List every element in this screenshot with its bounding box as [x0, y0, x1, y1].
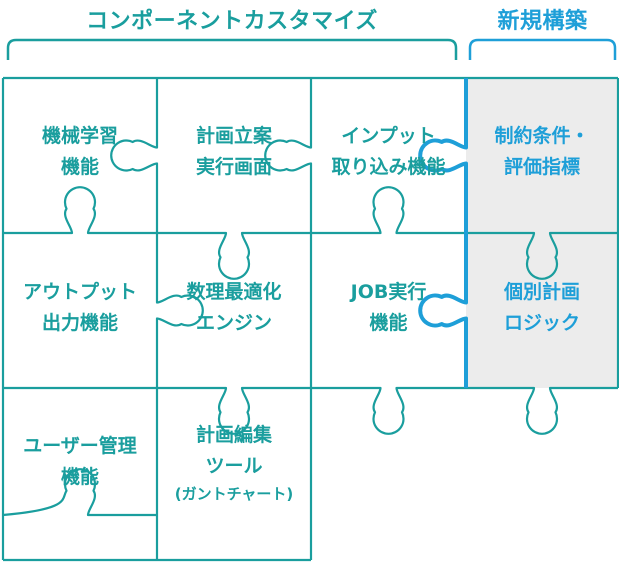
edge-h1-c1: [157, 231, 311, 280]
customize-bracket: [6, 38, 458, 60]
piece-user-line1: ユーザー管理: [23, 435, 137, 457]
piece-job-line1: JOB実行: [350, 281, 427, 303]
edge-h2-c1: [157, 386, 311, 435]
edge-v1-r0: [110, 78, 159, 233]
piece-output-line1: アウトプット: [22, 281, 137, 303]
piece-job-line2: 機能: [369, 312, 408, 334]
piece-input-line1: インプット: [341, 125, 436, 147]
piece-edit-line1: 計画編集: [195, 424, 272, 446]
piece-input: インプット 取り込み機能: [311, 121, 466, 183]
piece-plan-edit: 計画編集 ツール (ガントチャート): [157, 420, 311, 506]
edge-v1-r1: [155, 233, 204, 388]
piece-individual-line1: 個別計画: [503, 281, 580, 303]
gray-fill-1: [466, 233, 618, 388]
piece-plan-line2: 実行画面: [195, 156, 272, 178]
piece-edit-line3: (ガントチャート): [174, 485, 294, 503]
piece-ml-line1: 機械学習: [41, 125, 118, 147]
piece-job: JOB実行 機能: [311, 277, 466, 339]
edge-v3-r1: [418, 233, 468, 388]
piece-edit-line2: ツール: [205, 455, 263, 477]
gray-fill-0: [466, 78, 618, 233]
piece-individual-line2: ロジック: [503, 312, 580, 334]
piece-constraint: 制約条件・ 評価指標: [466, 121, 618, 183]
piece-ml-line2: 機能: [60, 156, 99, 178]
new-build-bracket: [468, 38, 617, 60]
piece-constraint-line1: 制約条件・: [494, 125, 590, 147]
edge-h1-c2: [311, 186, 466, 235]
edge-h2-c2: [311, 386, 466, 435]
piece-constraint-line2: 評価指標: [503, 156, 580, 178]
piece-user-management: ユーザー管理 機能: [3, 431, 157, 493]
edge-h2-c3: [466, 386, 618, 435]
piece-plan-screen: 計画立案 実行画面: [157, 121, 311, 183]
piece-plan-line1: 計画立案: [195, 125, 272, 147]
piece-math-line1: 数理最適化: [186, 281, 282, 303]
edge-v3-r0: [418, 78, 468, 233]
piece-math-engine: 数理最適化 エンジン: [157, 277, 311, 339]
customize-header: コンポーネントカスタマイズ: [86, 9, 378, 34]
new-build-header: 新規構築: [497, 9, 588, 34]
edge-v2-r0: [264, 78, 313, 233]
piece-machine-learning: 機械学習 機能: [3, 121, 157, 183]
piece-output: アウトプット 出力機能: [3, 277, 157, 339]
piece-output-line2: 出力機能: [41, 312, 118, 334]
piece-individual: 個別計画 ロジック: [466, 277, 618, 339]
edge-h1-c0: [3, 186, 157, 235]
piece-user-line2: 機能: [60, 466, 99, 488]
edge-h3-c0-dummy: [2, 468, 157, 517]
edge-h1-c3: [466, 231, 618, 280]
piece-input-line2: 取り込み機能: [331, 156, 446, 178]
piece-math-line2: エンジン: [195, 312, 272, 334]
